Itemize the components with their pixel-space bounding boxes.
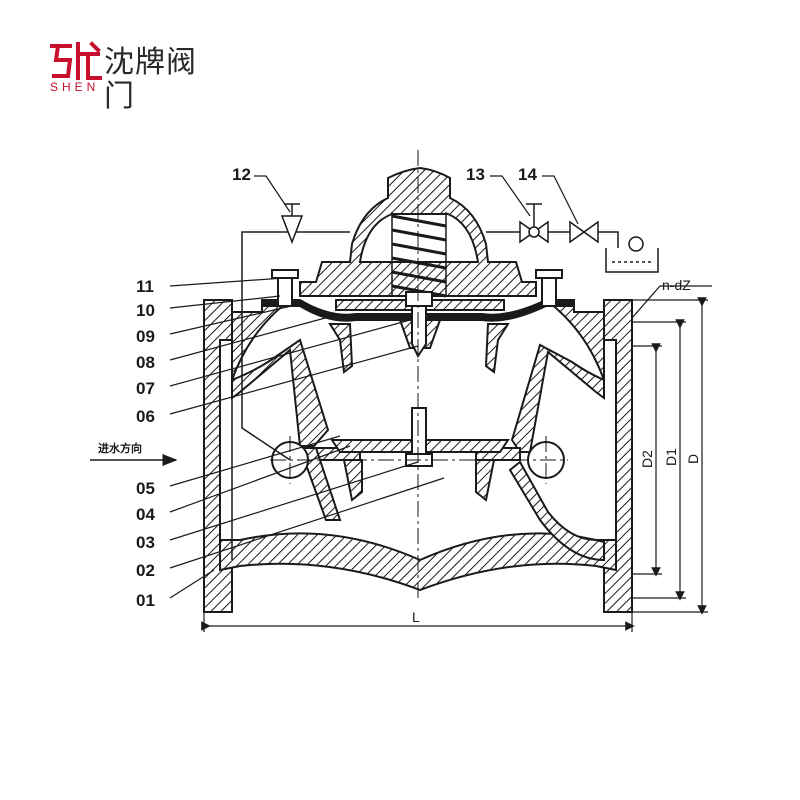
part-label-10: 10	[136, 301, 155, 320]
spring	[391, 214, 447, 298]
flow-direction-label: 进水方向	[98, 441, 142, 455]
valve-body	[203, 166, 633, 613]
pilot-piping	[241, 203, 659, 461]
dimension-label-bolt: n-dZ	[662, 277, 691, 293]
part-label-08: 08	[136, 353, 155, 372]
part-label-05: 05	[136, 479, 155, 498]
part-label-01: 01	[136, 591, 155, 610]
dimension-label-d: D	[685, 454, 701, 464]
dimension-lines	[201, 285, 712, 632]
flow-arrow: 进水方向	[90, 441, 178, 466]
part-label-02: 02	[136, 561, 155, 580]
brand-name-en: SHEN	[50, 80, 100, 94]
brand-mark-icon	[50, 41, 102, 80]
part-label-13: 13	[466, 165, 485, 184]
part-label-07: 07	[136, 379, 155, 398]
dimension-label-d1: D1	[663, 448, 679, 466]
part-label-11: 11	[136, 277, 154, 296]
dimension-labels: n-dZ L D2 D1 D	[412, 277, 701, 625]
part-label-12: 12	[232, 165, 251, 184]
leader-lines	[169, 175, 579, 599]
part-label-14: 14	[518, 165, 537, 184]
dimension-label-d2: D2	[639, 450, 655, 468]
dimension-label-length: L	[412, 609, 420, 625]
part-label-04: 04	[136, 505, 155, 524]
centerlines	[270, 150, 568, 600]
part-label-06: 06	[136, 407, 155, 426]
part-label-03: 03	[136, 533, 155, 552]
part-label-09: 09	[136, 327, 155, 346]
brand-logo: 沈牌阀门 SHEN	[48, 40, 218, 114]
part-labels: 12 13 14 11 10 09 08 07 06 05 04 03 02 0…	[136, 165, 537, 610]
brand-name-cn: 沈牌阀门	[104, 45, 197, 114]
